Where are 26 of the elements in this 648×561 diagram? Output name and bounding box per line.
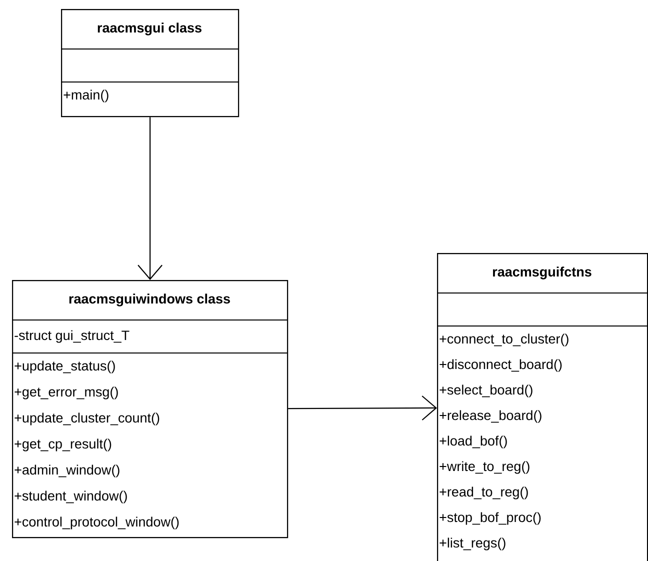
class-name: raacmsguiwindows class xyxy=(69,294,230,306)
method-text: +control_protocol_window() xyxy=(14,516,179,530)
class-name: raacmsgui class xyxy=(98,22,202,36)
class-box xyxy=(437,253,648,561)
arrow xyxy=(138,117,162,280)
method-text: +read_to_reg() xyxy=(440,486,528,500)
arrow xyxy=(288,396,437,420)
method-text: +disconnect_board() xyxy=(440,359,562,372)
method-text: +student_window() xyxy=(14,490,127,504)
method-text: +release_board() xyxy=(440,410,542,423)
class-name: raacmsguifctns xyxy=(493,266,592,280)
method-text: +list_regs() xyxy=(440,538,506,550)
method-text: +admin_window() xyxy=(14,464,120,478)
method-text: +update_cluster_count() xyxy=(14,412,160,426)
method-text: +select_board() xyxy=(440,384,532,398)
method-text: +write_to_reg() xyxy=(440,461,530,474)
method-text: +update_status() xyxy=(14,360,115,374)
method-text: +get_error_msg() xyxy=(14,386,118,400)
class-box xyxy=(12,280,288,538)
method-text: +stop_bof_proc() xyxy=(440,512,541,525)
method-text: +get_cp_result() xyxy=(14,438,112,452)
method-text: +main() xyxy=(64,90,108,102)
class-box xyxy=(61,9,240,118)
method-text: +connect_to_cluster() xyxy=(440,334,568,346)
method-text: +load_bof() xyxy=(440,436,507,448)
attribute-text: -struct gui_struct_T xyxy=(14,330,130,343)
